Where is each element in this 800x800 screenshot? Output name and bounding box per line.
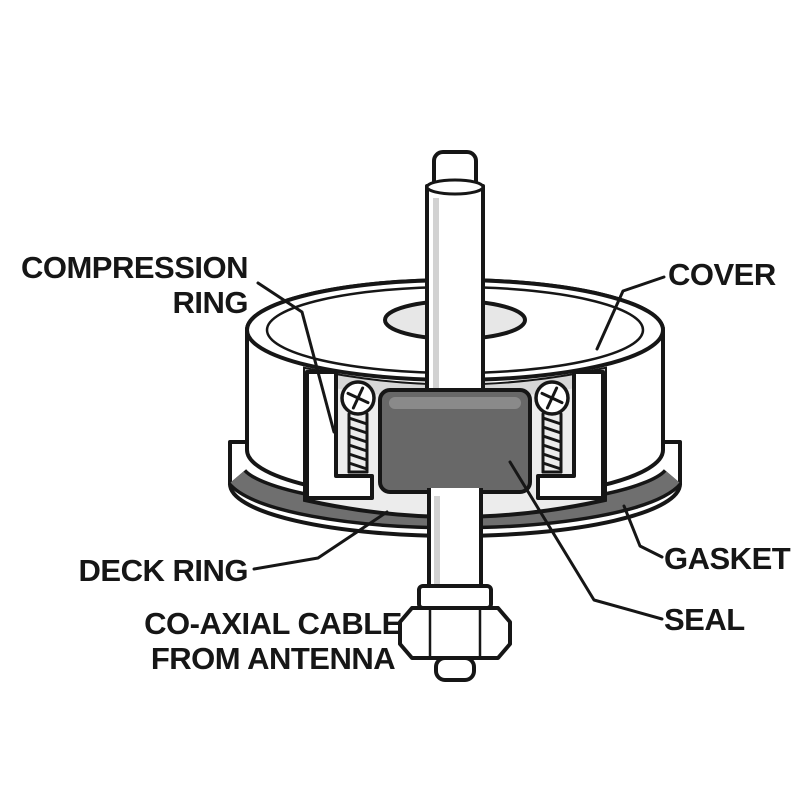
label-coax-cable: CO-AXIAL CABLE FROM ANTENNA bbox=[108, 606, 438, 677]
label-coax-cable-line1: CO-AXIAL CABLE bbox=[144, 606, 402, 641]
phillips-cross-icon bbox=[540, 386, 564, 410]
label-compression-ring-line1: COMPRESSION bbox=[20, 250, 249, 285]
leader-seal bbox=[508, 460, 664, 621]
screw-right bbox=[534, 380, 570, 474]
leader-compression-ring bbox=[256, 281, 336, 434]
seal-highlight bbox=[389, 397, 521, 409]
leader-gasket bbox=[622, 504, 664, 559]
label-seal: SEAL bbox=[664, 602, 745, 637]
label-coax-cable-line2: FROM ANTENNA bbox=[150, 641, 396, 677]
label-gasket: GASKET bbox=[664, 541, 791, 576]
connector-ferrule bbox=[417, 584, 493, 610]
leader-deck-ring bbox=[252, 510, 389, 571]
hex-nut bbox=[398, 606, 512, 660]
compression-ring-right-section bbox=[536, 370, 605, 500]
screw-left bbox=[340, 380, 376, 474]
cable-joint bbox=[425, 178, 485, 196]
label-compression-ring-line2: RING bbox=[172, 285, 249, 321]
cable-end bbox=[434, 656, 476, 682]
compression-ring-left-section bbox=[305, 370, 374, 500]
label-cover: COVER bbox=[668, 257, 776, 292]
label-compression-ring: COMPRESSION RING bbox=[18, 250, 249, 321]
label-deck-ring: DECK RING bbox=[78, 553, 249, 588]
leader-cover bbox=[595, 275, 666, 351]
interior-shadow bbox=[305, 369, 605, 399]
phillips-cross-icon bbox=[346, 386, 370, 410]
